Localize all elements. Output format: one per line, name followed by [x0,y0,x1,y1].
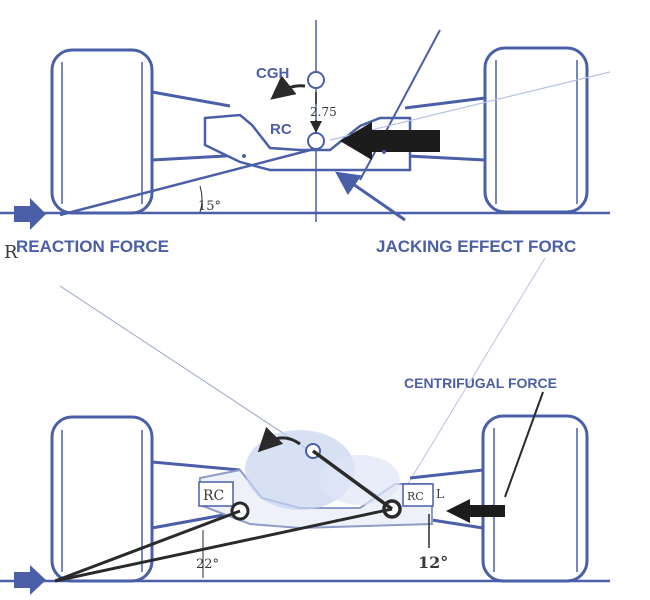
rc-point [307,132,325,150]
top-right-upper-arm [404,96,486,110]
cg-to-rc-line [311,449,394,511]
faint-construction-line-2 [394,257,546,506]
reaction-force-label: REACTION FORCE [16,237,169,256]
top-faint-line [329,71,611,141]
rc-right-suffix: L [436,487,444,501]
bottom-reaction-arrow [14,565,46,595]
right-angle-label: 12° [418,553,448,572]
left-force-line [54,509,241,583]
jacking-effect-label: JACKING EFFECT FORC [376,237,576,256]
top-instant-center-line [359,29,441,181]
bottom-right-upper-arm [409,468,484,480]
rc-left-box [198,481,234,507]
cgh-point [307,71,325,89]
right-force-line [54,507,393,583]
top-force-line [59,146,319,217]
top-angle-label: 15° [198,199,221,214]
top-right-wheel [483,46,589,214]
cgh-label: CGH [256,65,289,82]
bottom-left-upper-arm [151,460,241,472]
bottom-right-wheel [481,414,589,583]
centrifugal-pointer [504,391,544,498]
pivot-dot [382,150,386,154]
rc-right-label: RC [407,490,424,503]
top-diagram: CGH RC 2.75 15° R REACTION FORCE JACKING… [0,20,611,263]
bottom-left-wheel [50,415,154,583]
centrifugal-force-arrow [446,499,505,523]
erased-area [320,455,400,505]
top-left-wheel [50,48,154,215]
rotation-arrow-bottom [257,426,301,453]
reaction-force-prefix: R [4,242,18,263]
dimension-label: 2.75 [310,105,337,119]
top-chassis [203,113,412,172]
pivot-dot [242,154,246,158]
rc-left-label: RC [203,488,224,504]
rotation-arrow [270,75,306,100]
lateral-force-arrow [340,122,440,160]
centrifugal-force-label: CENTRIFUGAL FORCE [404,375,557,391]
jacking-effect-arrow [335,171,406,222]
bottom-diagram: CENTRIFUGAL FORCE RC RC L 22° 12° [0,375,610,595]
rc-label: RC [270,121,292,138]
left-angle-label: 22° [196,557,219,572]
rc-right-box [402,483,434,507]
top-left-upper-arm [151,90,231,108]
top-angle-arc [199,185,203,213]
rc-left-point [230,501,250,521]
reaction-arrow [14,198,46,230]
